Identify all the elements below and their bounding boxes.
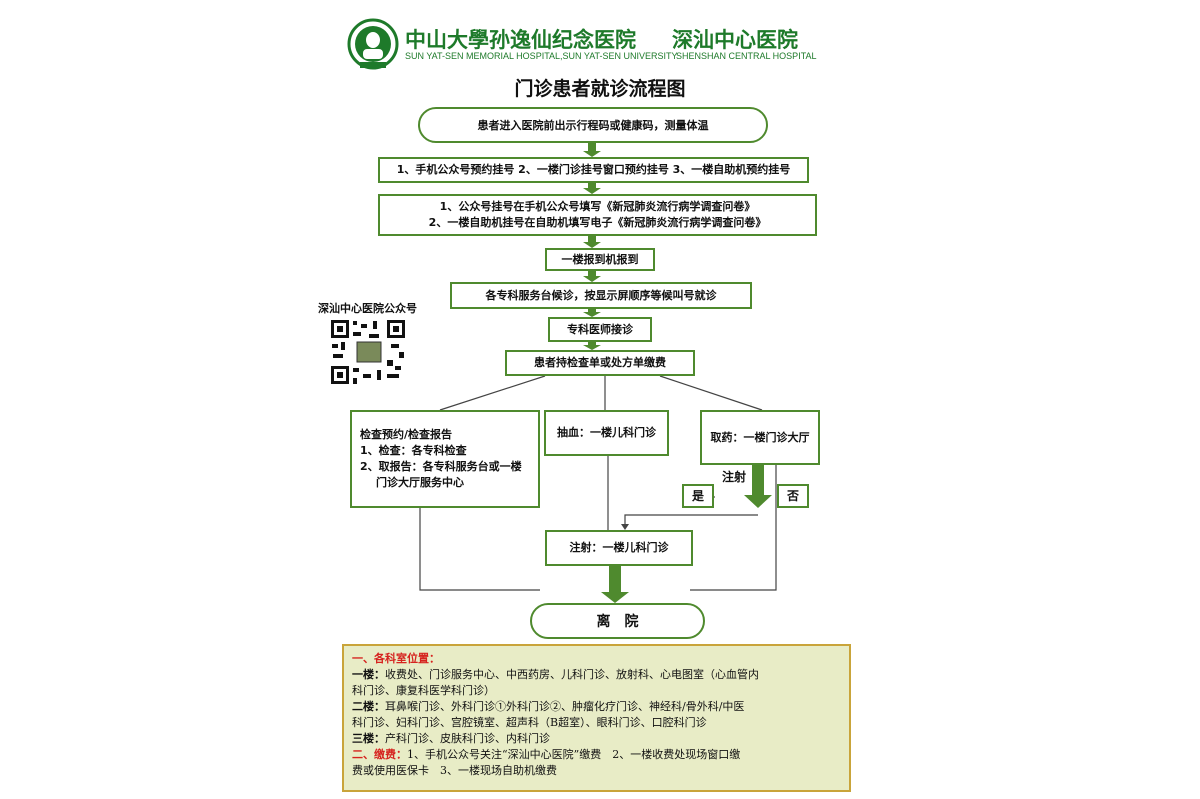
qr-label: 深汕中心医院公众号 <box>318 302 417 315</box>
arrow-to-leave <box>601 566 629 603</box>
floor-2-text-a: 耳鼻喉门诊、外科门诊①外科门诊②、肿瘤化疗门诊、神经科/骨外科/中医 <box>385 700 745 713</box>
payment-label: 二、缴费： <box>352 748 407 761</box>
step-doctor: 专科医师接诊 <box>548 317 652 342</box>
step-survey: 1、公众号挂号在手机公众号填写《新冠肺炎流行病学调查问卷》 2、一楼自助机挂号在… <box>378 194 817 236</box>
legend-floor-3: 三楼：产科门诊、皮肤科门诊、内科门诊 <box>352 731 841 747</box>
exam-title: 检查预约/检查报告 <box>360 428 453 441</box>
step-exam: 检查预约/检查报告 1、检查：各专科检查 2、取报告：各专科服务台或一楼 门诊大… <box>350 410 540 508</box>
arrow-start-register <box>583 143 601 157</box>
step-pay: 患者持检查单或处方单缴费 <box>505 350 695 376</box>
floor-1-text-a: 收费处、门诊服务中心、中西药房、儿科门诊、放射科、心电图室（心血管内 <box>385 668 759 681</box>
legend-floor-1: 一楼：收费处、门诊服务中心、中西药房、儿科门诊、放射科、心电图室（心血管内 <box>352 667 841 683</box>
step-injection: 注射：一楼儿科门诊 <box>545 530 693 566</box>
step-register: 1、手机公众号预约挂号 2、一楼门诊挂号窗口预约挂号 3、一楼自助机预约挂号 <box>378 157 809 183</box>
qr-code-icon <box>329 318 407 386</box>
english-name-2: SHENSHAN CENTRAL HOSPITAL <box>676 51 817 61</box>
step-leave: 离 院 <box>530 603 705 639</box>
step-checkin: 一楼报到机报到 <box>545 248 655 271</box>
qr-code <box>329 318 407 386</box>
arrow-wait-doctor <box>583 309 601 317</box>
step-wait: 各专科服务台候诊，按显示屏顺序等候叫号就诊 <box>450 282 752 309</box>
step-blood: 抽血：一楼儿科门诊 <box>544 410 669 456</box>
arrow-checkin-wait <box>583 271 601 282</box>
english-name-1: SUN YAT-SEN MEMORIAL HOSPITAL,SUN YAT-SE… <box>405 51 678 61</box>
payment-text-a: 1、手机公众号关注“深汕中心医院”缴费 2、一楼收费处现场窗口缴 <box>407 748 741 761</box>
injection-question: 注射 <box>722 470 747 484</box>
hospital-name-2: 深汕中心医院 <box>672 27 798 52</box>
legend-payment: 二、缴费：1、手机公众号关注“深汕中心医院”缴费 2、一楼收费处现场窗口缴 <box>352 747 841 763</box>
hospital-logo <box>347 18 399 70</box>
hospital-name-1: 中山大學孙逸仙纪念医院 <box>405 27 636 52</box>
arrow-survey-checkin <box>583 236 601 248</box>
survey-line-2: 2、一楼自助机挂号在自助机填写电子《新冠肺炎流行病学调查问卷》 <box>428 216 767 229</box>
yes-label: 是 <box>682 484 714 508</box>
sysu-logo-icon <box>347 18 399 70</box>
floor-1-text-b: 科门诊、康复科医学科门诊） <box>352 684 495 697</box>
floor-3-label: 三楼： <box>352 732 385 745</box>
exam-line-2a: 2、取报告：各专科服务台或一楼 <box>360 460 522 473</box>
floor-3-text: 产科门诊、皮肤科门诊、内科门诊 <box>385 732 550 745</box>
legend-section-locations: 一、各科室位置： <box>352 652 440 665</box>
legend-floor-2: 二楼：耳鼻喉门诊、外科门诊①外科门诊②、肿瘤化疗门诊、神经科/骨外科/中医 <box>352 699 841 715</box>
floor-2-text-b: 科门诊、妇科门诊、宫腔镜室、超声科（B超室）、眼科门诊、口腔科门诊 <box>352 716 707 729</box>
survey-line-1: 1、公众号挂号在手机公众号填写《新冠肺炎流行病学调查问卷》 <box>439 200 756 213</box>
step-start: 患者进入医院前出示行程码或健康码，测量体温 <box>418 107 768 143</box>
arrow-doctor-pay <box>583 342 601 350</box>
exam-line-1: 1、检查：各专科检查 <box>360 444 467 457</box>
payment-text-b: 费或使用医保卡 3、一楼现场自助机缴费 <box>352 764 557 777</box>
floor-2-label: 二楼： <box>352 700 385 713</box>
location-legend: 一、各科室位置： 一楼：收费处、门诊服务中心、中西药房、儿科门诊、放射科、心电图… <box>342 644 851 792</box>
step-medicine: 取药：一楼门诊大厅 <box>700 410 820 465</box>
arrow-injection-down <box>744 465 772 508</box>
no-label: 否 <box>777 484 809 508</box>
floor-1-label: 一楼： <box>352 668 385 681</box>
arrow-register-survey <box>583 183 601 194</box>
exam-line-2b: 门诊大厅服务中心 <box>376 476 464 489</box>
page-title: 门诊患者就诊流程图 <box>514 78 686 100</box>
